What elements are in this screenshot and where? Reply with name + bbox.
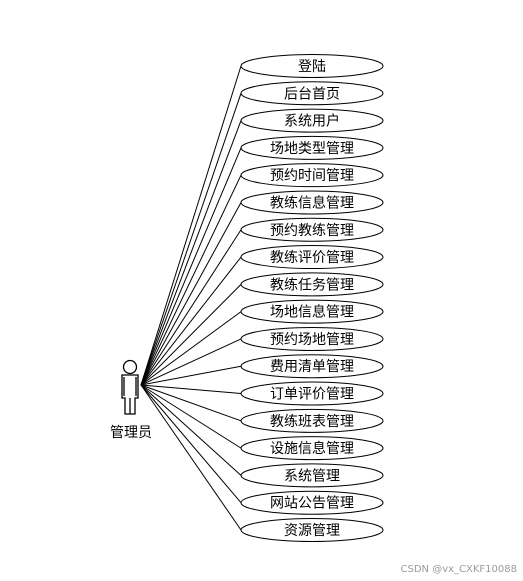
use-case[interactable]: 教练任务管理 <box>240 272 384 297</box>
use-case[interactable]: 教练评价管理 <box>240 245 384 270</box>
association-line <box>140 256 242 386</box>
use-case[interactable]: 后台首页 <box>240 81 384 106</box>
use-case[interactable]: 预约时间管理 <box>240 163 384 188</box>
use-case-ellipse <box>240 272 384 297</box>
association-line <box>140 284 242 386</box>
use-case-label: 资源管理 <box>284 523 340 539</box>
use-case-ellipse <box>240 463 384 488</box>
actor-name: 管理员 <box>110 425 152 441</box>
use-case[interactable]: 系统管理 <box>240 463 384 488</box>
use-case-label: 教练班表管理 <box>270 414 354 430</box>
use-case-ellipse <box>240 326 384 351</box>
use-case[interactable]: 预约场地管理 <box>240 326 384 351</box>
use-case-ellipse <box>240 436 384 461</box>
association-line <box>140 65 242 386</box>
use-case-label: 系统管理 <box>284 468 340 484</box>
use-case-label: 场地类型管理 <box>270 141 354 157</box>
use-case-list: 登陆后台首页系统用户场地类型管理预约时间管理教练信息管理预约教练管理教练评价管理… <box>240 54 384 542</box>
use-case[interactable]: 资源管理 <box>240 518 384 542</box>
use-case[interactable]: 费用清单管理 <box>240 354 384 379</box>
use-case[interactable]: 教练班表管理 <box>240 408 384 433</box>
association-line <box>140 384 242 449</box>
use-case-label: 设施信息管理 <box>270 440 354 457</box>
use-case-label: 教练评价管理 <box>270 250 354 266</box>
use-case-ellipse <box>240 190 384 215</box>
use-case[interactable]: 场地类型管理 <box>240 135 384 160</box>
use-case[interactable]: 系统用户 <box>240 108 384 133</box>
use-case[interactable]: 网站公告管理 <box>240 490 384 515</box>
use-case-ellipse <box>240 108 384 133</box>
association-line <box>140 384 242 395</box>
association-line <box>140 384 242 476</box>
use-case-label: 费用清单管理 <box>270 359 354 375</box>
use-case-label: 预约时间管理 <box>270 168 354 184</box>
use-case-ellipse <box>240 54 384 78</box>
association-line <box>140 229 242 386</box>
use-case-label: 后台首页 <box>284 86 340 102</box>
use-case[interactable]: 场地信息管理 <box>240 299 384 324</box>
use-case-label: 预约场地管理 <box>270 332 354 348</box>
association-line <box>140 311 242 386</box>
association-line <box>140 147 242 386</box>
use-case-ellipse <box>240 381 384 406</box>
watermark: CSDN @vx_CXKF10088 <box>400 564 517 575</box>
use-case-ellipse <box>240 245 384 270</box>
use-case-label: 系统用户 <box>284 113 340 130</box>
use-case-ellipse <box>240 408 384 433</box>
use-case-ellipse <box>240 163 384 188</box>
use-case[interactable]: 设施信息管理 <box>240 436 384 461</box>
use-case-label: 订单评价管理 <box>270 387 354 403</box>
use-case-ellipse <box>240 354 384 379</box>
association-line <box>140 365 242 386</box>
use-case[interactable]: 订单评价管理 <box>240 381 384 406</box>
use-case[interactable]: 预约教练管理 <box>240 217 384 242</box>
association-line <box>140 384 242 504</box>
use-case-label: 教练任务管理 <box>270 277 354 293</box>
use-case-label: 教练信息管理 <box>270 194 354 211</box>
association-line <box>140 384 242 422</box>
use-case-label: 登陆 <box>298 59 326 75</box>
use-case-ellipse <box>240 299 384 324</box>
use-case-label: 网站公告管理 <box>270 496 354 512</box>
use-case-ellipse <box>240 217 384 242</box>
use-case[interactable]: 登陆 <box>240 54 384 78</box>
use-case-ellipse <box>240 490 384 515</box>
actor-stick-figure-icon <box>121 359 139 415</box>
actor[interactable]: 管理员 <box>110 359 152 442</box>
association-line <box>140 338 242 386</box>
use-case-ellipse <box>240 135 384 160</box>
association-line <box>140 93 242 386</box>
association-line <box>140 120 242 386</box>
use-case-ellipse <box>240 81 384 106</box>
association-line <box>140 174 242 386</box>
use-case[interactable]: 教练信息管理 <box>240 190 384 215</box>
use-case-ellipse <box>240 518 384 542</box>
association-line <box>140 202 242 386</box>
association-lines <box>140 65 242 531</box>
association-line <box>140 384 242 531</box>
use-case-label: 预约教练管理 <box>270 223 354 239</box>
use-case-label: 场地信息管理 <box>270 304 354 321</box>
